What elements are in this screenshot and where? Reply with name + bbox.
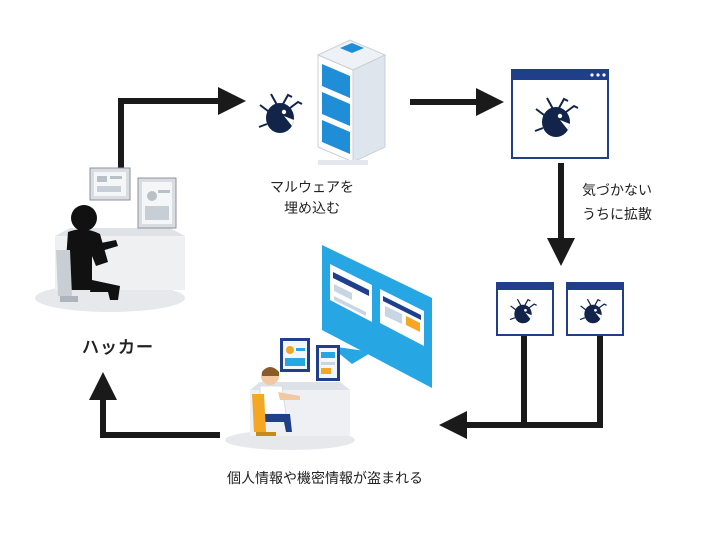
arrow-server-to-window: [410, 88, 504, 116]
embed-malware-label-line2: 埋め込む: [284, 201, 340, 217]
arrow-hacker-to-server: [118, 87, 246, 168]
spread-label-line1: 気づかない: [582, 183, 652, 199]
server-icon: [316, 39, 387, 165]
browser-window-icon: [566, 282, 624, 336]
arrow-worker-to-hacker: [89, 372, 220, 438]
spread-label-line2: うちに拡散: [582, 207, 652, 223]
office-worker-icon: [225, 245, 432, 450]
embed-malware-label-line1: マルウェアを: [270, 180, 354, 196]
browser-window-icon: [496, 282, 554, 336]
info-stolen-label: 個人情報や機密情報が盗まれる: [227, 471, 423, 487]
browser-window-icon: [511, 69, 609, 159]
hacker-icon: [35, 167, 185, 312]
hacker-label: ハッカー: [82, 338, 154, 358]
malware-bug-icon: [258, 93, 303, 134]
arrow-windows-to-worker: [439, 334, 603, 439]
arrow-window-down-spread: [547, 163, 575, 266]
